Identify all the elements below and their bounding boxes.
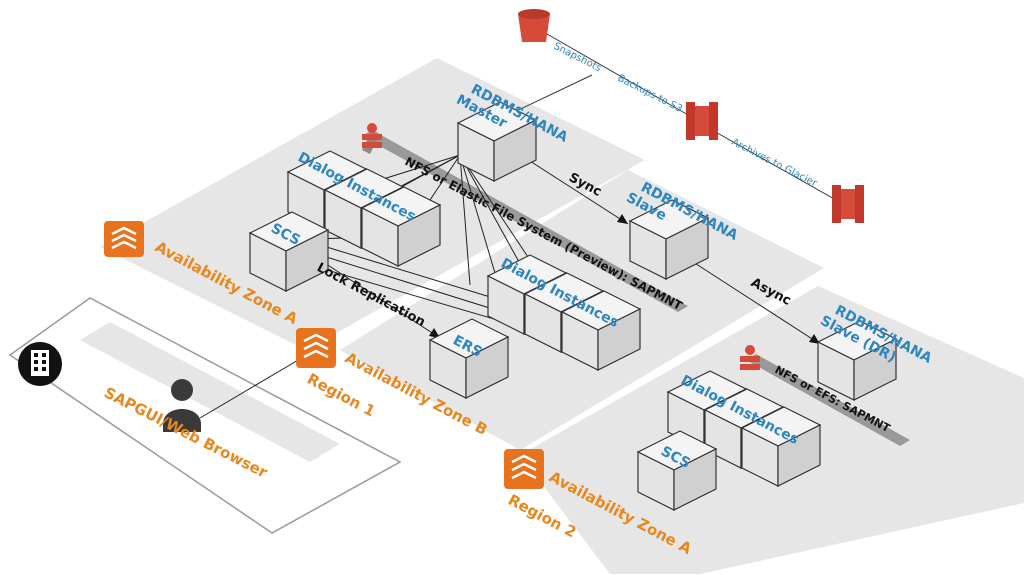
efs-icon <box>362 123 382 148</box>
efs-icon-r2 <box>740 345 760 370</box>
async-arrowhead <box>809 334 820 344</box>
sync-arrowhead <box>617 214 628 224</box>
region1-icon <box>296 328 336 368</box>
backups-label: Backups to S3 <box>616 73 684 115</box>
user-icon <box>163 379 201 432</box>
availability-zone-icon <box>104 221 144 257</box>
region2-icon <box>504 449 544 489</box>
lock-arrowhead <box>429 328 440 338</box>
snapshots-label: Snapshots <box>552 41 603 74</box>
s3-bucket-icon <box>518 9 550 42</box>
glacier-icon <box>832 185 864 223</box>
archives-label: Archives to Glacier <box>730 137 820 190</box>
s3-storage-icon <box>686 102 718 140</box>
client-region: SAPGUI/Web Browser <box>8 297 402 534</box>
